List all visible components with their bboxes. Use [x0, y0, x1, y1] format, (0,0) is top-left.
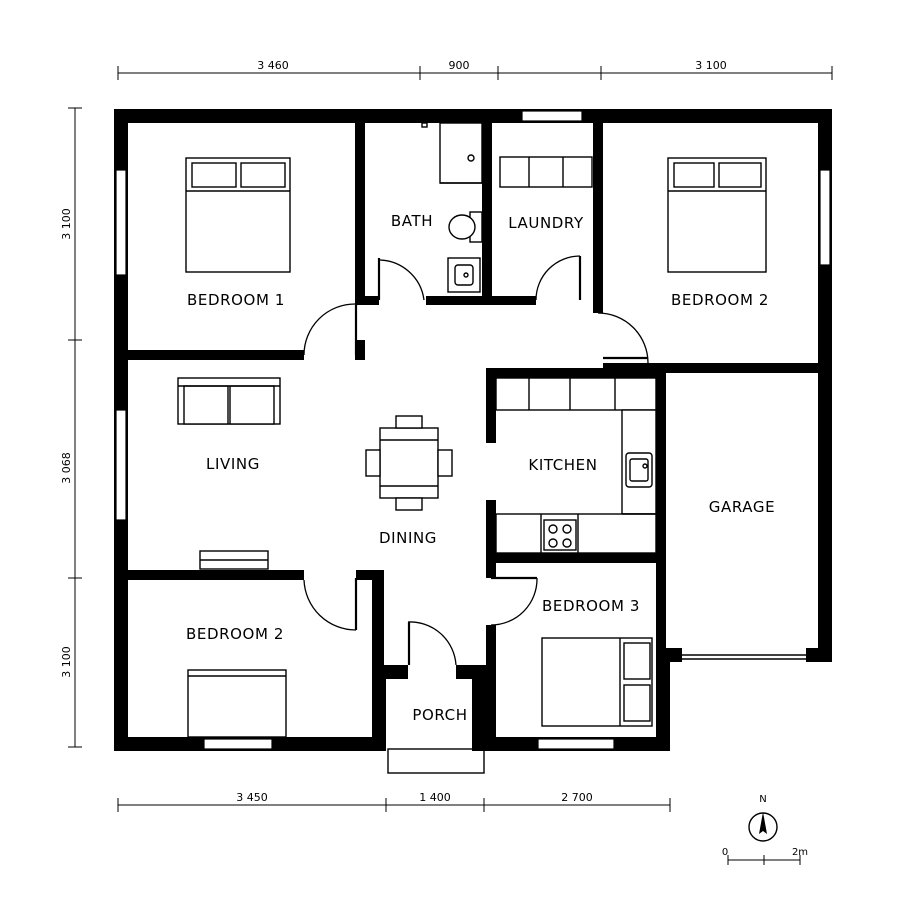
window-living [115, 409, 127, 521]
north-arrow-icon: N [748, 794, 778, 842]
label-dining: DINING [379, 529, 437, 547]
basin-icon [447, 257, 481, 293]
bed-icon [667, 157, 767, 273]
kitchen-fixtures [495, 377, 657, 554]
dim-left-3: 3 100 [60, 646, 73, 678]
label-kitchen: KITCHEN [528, 456, 597, 474]
dimension-left: 3 100 3 068 3 100 [60, 107, 82, 748]
dim-top-2: 900 [449, 59, 470, 72]
label-bedroom-2-bottom: BEDROOM 2 [186, 625, 284, 643]
window-laundry [521, 110, 583, 122]
dim-bottom-3: 2 700 [561, 791, 593, 804]
laundry-fixtures [499, 156, 593, 188]
window-bedroom2-bottom [203, 738, 273, 750]
label-garage: GARAGE [709, 498, 775, 516]
dining-table-icon [365, 415, 453, 511]
bed-icon [185, 157, 291, 273]
window-bedroom1 [115, 169, 127, 276]
label-bedroom-3: BEDROOM 3 [542, 597, 640, 615]
label-bedroom-2-top: BEDROOM 2 [671, 291, 769, 309]
dim-left-2: 3 068 [60, 452, 73, 484]
sink-icon [625, 452, 653, 488]
scale-end: 2m [792, 847, 808, 858]
cooktop-icon [543, 519, 577, 551]
windows [115, 110, 831, 750]
bed-icon [541, 637, 653, 727]
bed-icon [187, 669, 287, 738]
dimension-top: 3 460 900 3 100 [117, 59, 833, 80]
dim-top-1: 3 460 [257, 59, 289, 72]
window-bedroom2-top [819, 169, 831, 266]
dimension-bottom: 3 450 1 400 2 700 [117, 791, 671, 812]
dim-bottom-2: 1 400 [419, 791, 451, 804]
dim-top-3: 3 100 [695, 59, 727, 72]
shower-icon [421, 122, 483, 184]
doors [303, 255, 649, 774]
sofa-icon [177, 377, 281, 425]
room-labels: BEDROOM 1 BATH LAUNDRY BEDROOM 2 LIVING … [186, 212, 775, 724]
dim-bottom-1: 3 450 [236, 791, 268, 804]
label-laundry: LAUNDRY [508, 214, 584, 232]
dim-left-1: 3 100 [60, 208, 73, 240]
scale-start: 0 [722, 847, 728, 858]
toilet-icon [448, 211, 483, 243]
label-bath: BATH [391, 212, 433, 230]
label-bedroom-1: BEDROOM 1 [187, 291, 285, 309]
label-living: LIVING [206, 455, 260, 473]
north-label: N [759, 794, 766, 805]
scale-bar: 0 2m [722, 847, 808, 865]
window-bedroom3 [537, 738, 615, 750]
label-porch: PORCH [412, 706, 467, 724]
interior-walls [128, 123, 818, 751]
